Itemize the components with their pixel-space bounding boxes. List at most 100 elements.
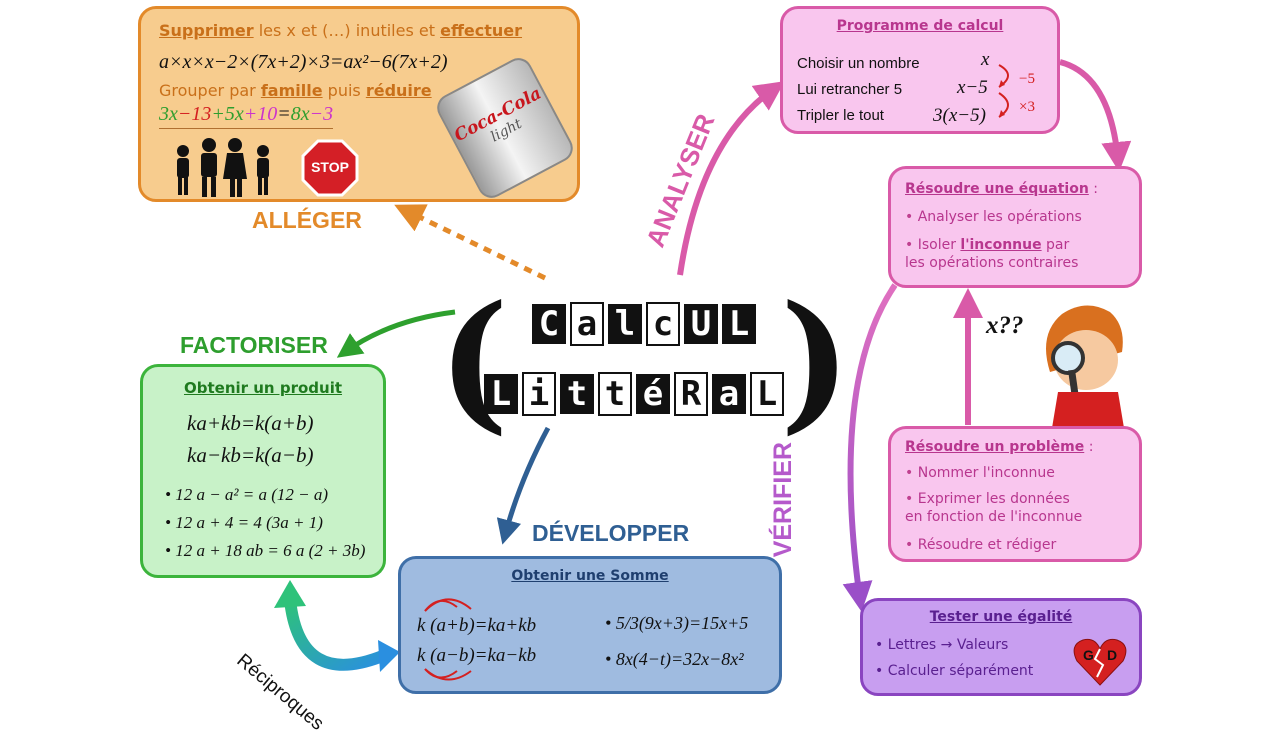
programme-title-text: Programme de calcul <box>836 18 1004 34</box>
f2-term4: +10 <box>243 103 278 125</box>
egalite-item1-text: Lettres → Valeurs <box>887 637 1009 653</box>
egalite-box: Tester une égalité • Lettres → Valeurs •… <box>860 598 1142 696</box>
equation-item2-line2: les opérations contraires <box>905 255 1079 271</box>
title-letter: L <box>484 374 518 414</box>
equation-item2: • Isoler l'inconnue par <box>905 237 1070 253</box>
programme-expr2: x−5 <box>957 77 988 98</box>
probleme-item1-text: Nommer l'inconnue <box>917 465 1055 481</box>
developper-title: Obtenir une Somme <box>401 568 779 584</box>
egalite-item2: • Calculer séparément <box>875 663 1034 679</box>
arrow-analyser <box>677 81 785 276</box>
probleme-item2: • Exprimer les données <box>905 491 1070 507</box>
factoriser-label: FACTORISER <box>180 332 328 358</box>
egalite-item2-text: Calculer séparément <box>887 663 1034 679</box>
developper-title-text: Obtenir une Somme <box>511 568 669 584</box>
factoriser-box: Obtenir un produit ka+kb=k(a+b) ka−kb=k(… <box>140 364 386 578</box>
probleme-item2-line2: en fonction de l'inconnue <box>905 509 1083 525</box>
probleme-title: Résoudre un problème : <box>905 439 1093 455</box>
title-letter: é <box>636 374 670 414</box>
arrow-to-factoriser <box>336 309 456 358</box>
title-letter: U <box>684 304 718 344</box>
developper-example2-text: 8x(4−t)=32x−8x² <box>615 649 744 669</box>
probleme-item1: • Nommer l'inconnue <box>905 465 1055 481</box>
distribution-arrows-icon <box>424 598 472 681</box>
title-letter: t <box>560 374 594 414</box>
arrow-reciproques <box>284 599 388 671</box>
verifier-label-text: VÉRIFIER <box>769 442 797 558</box>
title-letter: a <box>570 302 604 346</box>
equation-title-colon: : <box>1088 181 1098 197</box>
egalite-item1: • Lettres → Valeurs <box>875 637 1009 653</box>
equation-box: Résoudre une équation : • Analyser les o… <box>888 166 1142 288</box>
factoriser-example3: • 12 a + 18 ab = 6 a (2 + 3b) <box>165 541 366 560</box>
title-letter: c <box>646 302 680 346</box>
title-letter: a <box>712 374 746 414</box>
boy-question: x?? <box>986 312 1024 339</box>
alleger-line1-mid: les x et (…) inutiles et <box>253 21 441 40</box>
verifier-label: VÉRIFIER <box>769 442 798 557</box>
programme-step2: Lui retrancher 5 <box>797 81 903 98</box>
programme-expr1: x <box>981 49 990 70</box>
equation-item2-a: Isoler <box>917 237 961 253</box>
alleger-formula1: a×x×x−2×(7x+2)×3=ax²−6(7x+2) <box>159 51 448 73</box>
boy-magnifier-icon <box>1046 305 1124 428</box>
title-letter: t <box>598 372 632 416</box>
arrow-to-developper <box>496 426 551 545</box>
programme-op3: ×3 <box>1019 99 1035 115</box>
f2-eq: = <box>277 103 291 125</box>
probleme-title-colon: : <box>1084 439 1094 455</box>
factoriser-rule2: ka−kb=k(a−b) <box>187 443 314 467</box>
programme-title: Programme de calcul <box>783 18 1057 34</box>
probleme-title-text: Résoudre un problème <box>905 439 1085 455</box>
probleme-item3-text: Résoudre et rédiger <box>917 537 1057 553</box>
alleger-supprimer: Supprimer <box>159 21 254 40</box>
alleger-line2: Grouper par famille puis réduire <box>159 81 432 100</box>
alleger-grouper: Grouper par <box>159 81 261 100</box>
title-letter: R <box>674 372 708 416</box>
egalite-title-text: Tester une égalité <box>929 609 1073 625</box>
factoriser-title: Obtenir un produit <box>143 379 383 397</box>
factoriser-example2-text: 12 a + 4 = 4 (3a + 1) <box>175 513 323 532</box>
stop-sign-icon <box>301 139 359 197</box>
alleger-label: ALLÉGER <box>252 207 362 233</box>
developper-example1: • 5/3(9x+3)=15x+5 <box>605 613 749 633</box>
developper-label: DÉVELOPPER <box>532 520 690 546</box>
title-letter: L <box>750 372 784 416</box>
programme-curved-arrows-icon <box>998 64 1009 118</box>
can-icon: Coca-Cola light <box>432 53 578 203</box>
heart-g: G <box>1083 647 1094 663</box>
family-icon <box>177 138 269 197</box>
f2-term1: 3x <box>159 103 178 125</box>
title-letter: i <box>522 372 556 416</box>
developper-box: Obtenir une Somme k (a+b)=ka+kb k (a−b)=… <box>398 556 782 694</box>
alleger-line1: Supprimer les x et (…) inutiles et effec… <box>159 21 522 40</box>
stop-text: STOP <box>311 159 349 175</box>
right-paren: ) <box>780 273 851 449</box>
f2-term3: +5x <box>211 103 244 125</box>
connector-layer <box>274 59 1132 672</box>
equation-item1-text: Analyser les opérations <box>917 209 1082 225</box>
probleme-box: Résoudre un problème : • Nommer l'inconn… <box>888 426 1142 562</box>
probleme-item2-text: Exprimer les données <box>917 491 1070 507</box>
equation-item2-c: par <box>1041 237 1070 253</box>
equation-item2-b: l'inconnue <box>960 237 1042 253</box>
alleger-puis: puis <box>322 81 366 100</box>
f2-term2: −13 <box>177 103 212 125</box>
alleger-reduire: réduire <box>365 81 432 100</box>
factoriser-rule1: ka+kb=k(a+b) <box>187 411 314 435</box>
programme-expr3: 3(x−5) <box>933 105 986 126</box>
alleger-famille: famille <box>260 81 323 100</box>
alleger-formula2: 3x−13+5x+10=8x−3 <box>159 103 334 129</box>
factoriser-example1-text: 12 a − a² = a (12 − a) <box>175 485 329 504</box>
heart-d: D <box>1107 647 1118 663</box>
equation-title: Résoudre une équation : <box>905 181 1098 197</box>
alleger-effectuer: effectuer <box>440 21 523 40</box>
arrow-verifier <box>842 283 898 612</box>
equation-title-text: Résoudre une équation <box>905 181 1089 197</box>
programme-step3: Tripler le tout <box>797 107 884 124</box>
factoriser-example2: • 12 a + 4 = 4 (3a + 1) <box>165 513 323 532</box>
programme-op2: −5 <box>1019 71 1035 87</box>
title-letter: C <box>532 304 566 344</box>
